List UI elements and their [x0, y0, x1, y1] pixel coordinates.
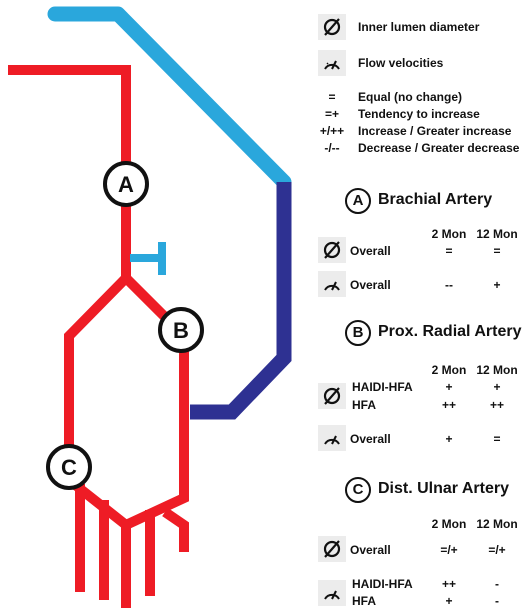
finger-branch-5 [165, 512, 184, 552]
section-c-badge: C [345, 477, 371, 503]
legend-diameter-label: Inner lumen diameter [358, 20, 479, 34]
artery-network [8, 70, 184, 608]
section-a-badge: A [345, 188, 371, 214]
vessel-diagram: A B C [0, 0, 300, 609]
cell-value: - [475, 594, 519, 608]
svg-text:B: B [173, 318, 189, 343]
dark-blue-vein [190, 182, 284, 412]
legend-symbol: +/++ [316, 124, 348, 138]
section-c-title: Dist. Ulnar Artery [378, 480, 509, 498]
cell-value: = [475, 432, 519, 446]
cell-value: -- [427, 278, 471, 292]
legend-desc: Tendency to increase [358, 107, 480, 121]
light-blue-vein [55, 14, 284, 182]
cell-value: =/+ [427, 543, 471, 557]
diameter-icon [318, 536, 346, 562]
row-label: Overall [350, 244, 391, 258]
cell-value: ++ [427, 398, 471, 412]
diameter-icon [318, 383, 346, 409]
cell-value: + [427, 380, 471, 394]
cell-value: + [475, 380, 519, 394]
svg-text:C: C [61, 455, 77, 480]
cell-value: ++ [475, 398, 519, 412]
marker-c: C [48, 446, 90, 488]
legend-velocity-label: Flow velocities [358, 56, 443, 70]
marker-b: B [160, 309, 202, 351]
velocity-icon [318, 580, 346, 606]
diameter-icon [318, 237, 346, 263]
legend-symbol: = [316, 90, 348, 104]
col-2mon: 2 Mon [427, 517, 471, 531]
row-label: HAIDI-HFA [352, 577, 413, 591]
cell-value: = [427, 244, 471, 258]
section-b-badge: B [345, 320, 371, 346]
col-12mon: 12 Mon [475, 517, 519, 531]
cell-value: =/+ [475, 543, 519, 557]
col-2mon: 2 Mon [427, 227, 471, 241]
row-label: Overall [350, 543, 391, 557]
cell-value: + [475, 278, 519, 292]
legend-desc: Equal (no change) [358, 90, 462, 104]
row-label: HFA [352, 398, 376, 412]
cell-value: + [427, 594, 471, 608]
cell-value: = [475, 244, 519, 258]
col-12mon: 12 Mon [475, 363, 519, 377]
velocity-icon [318, 50, 346, 76]
row-label: Overall [350, 278, 391, 292]
velocity-icon [318, 271, 346, 297]
col-2mon: 2 Mon [427, 363, 471, 377]
legend-symbol: -/-- [316, 141, 348, 155]
diameter-icon [318, 14, 346, 40]
section-b-title: Prox. Radial Artery [378, 323, 521, 341]
cell-value: + [427, 432, 471, 446]
row-label: HAIDI-HFA [352, 380, 413, 394]
valve-marker [130, 242, 162, 275]
row-label: HFA [352, 594, 376, 608]
legend-desc: Increase / Greater increase [358, 124, 511, 138]
svg-text:A: A [118, 172, 134, 197]
legend-symbol: =+ [316, 107, 348, 121]
col-12mon: 12 Mon [475, 227, 519, 241]
cell-value: ++ [427, 577, 471, 591]
legend-desc: Decrease / Greater decrease [358, 141, 519, 155]
section-a-title: Brachial Artery [378, 191, 492, 209]
velocity-icon [318, 425, 346, 451]
row-label: Overall [350, 432, 391, 446]
marker-a: A [105, 163, 147, 205]
cell-value: - [475, 577, 519, 591]
